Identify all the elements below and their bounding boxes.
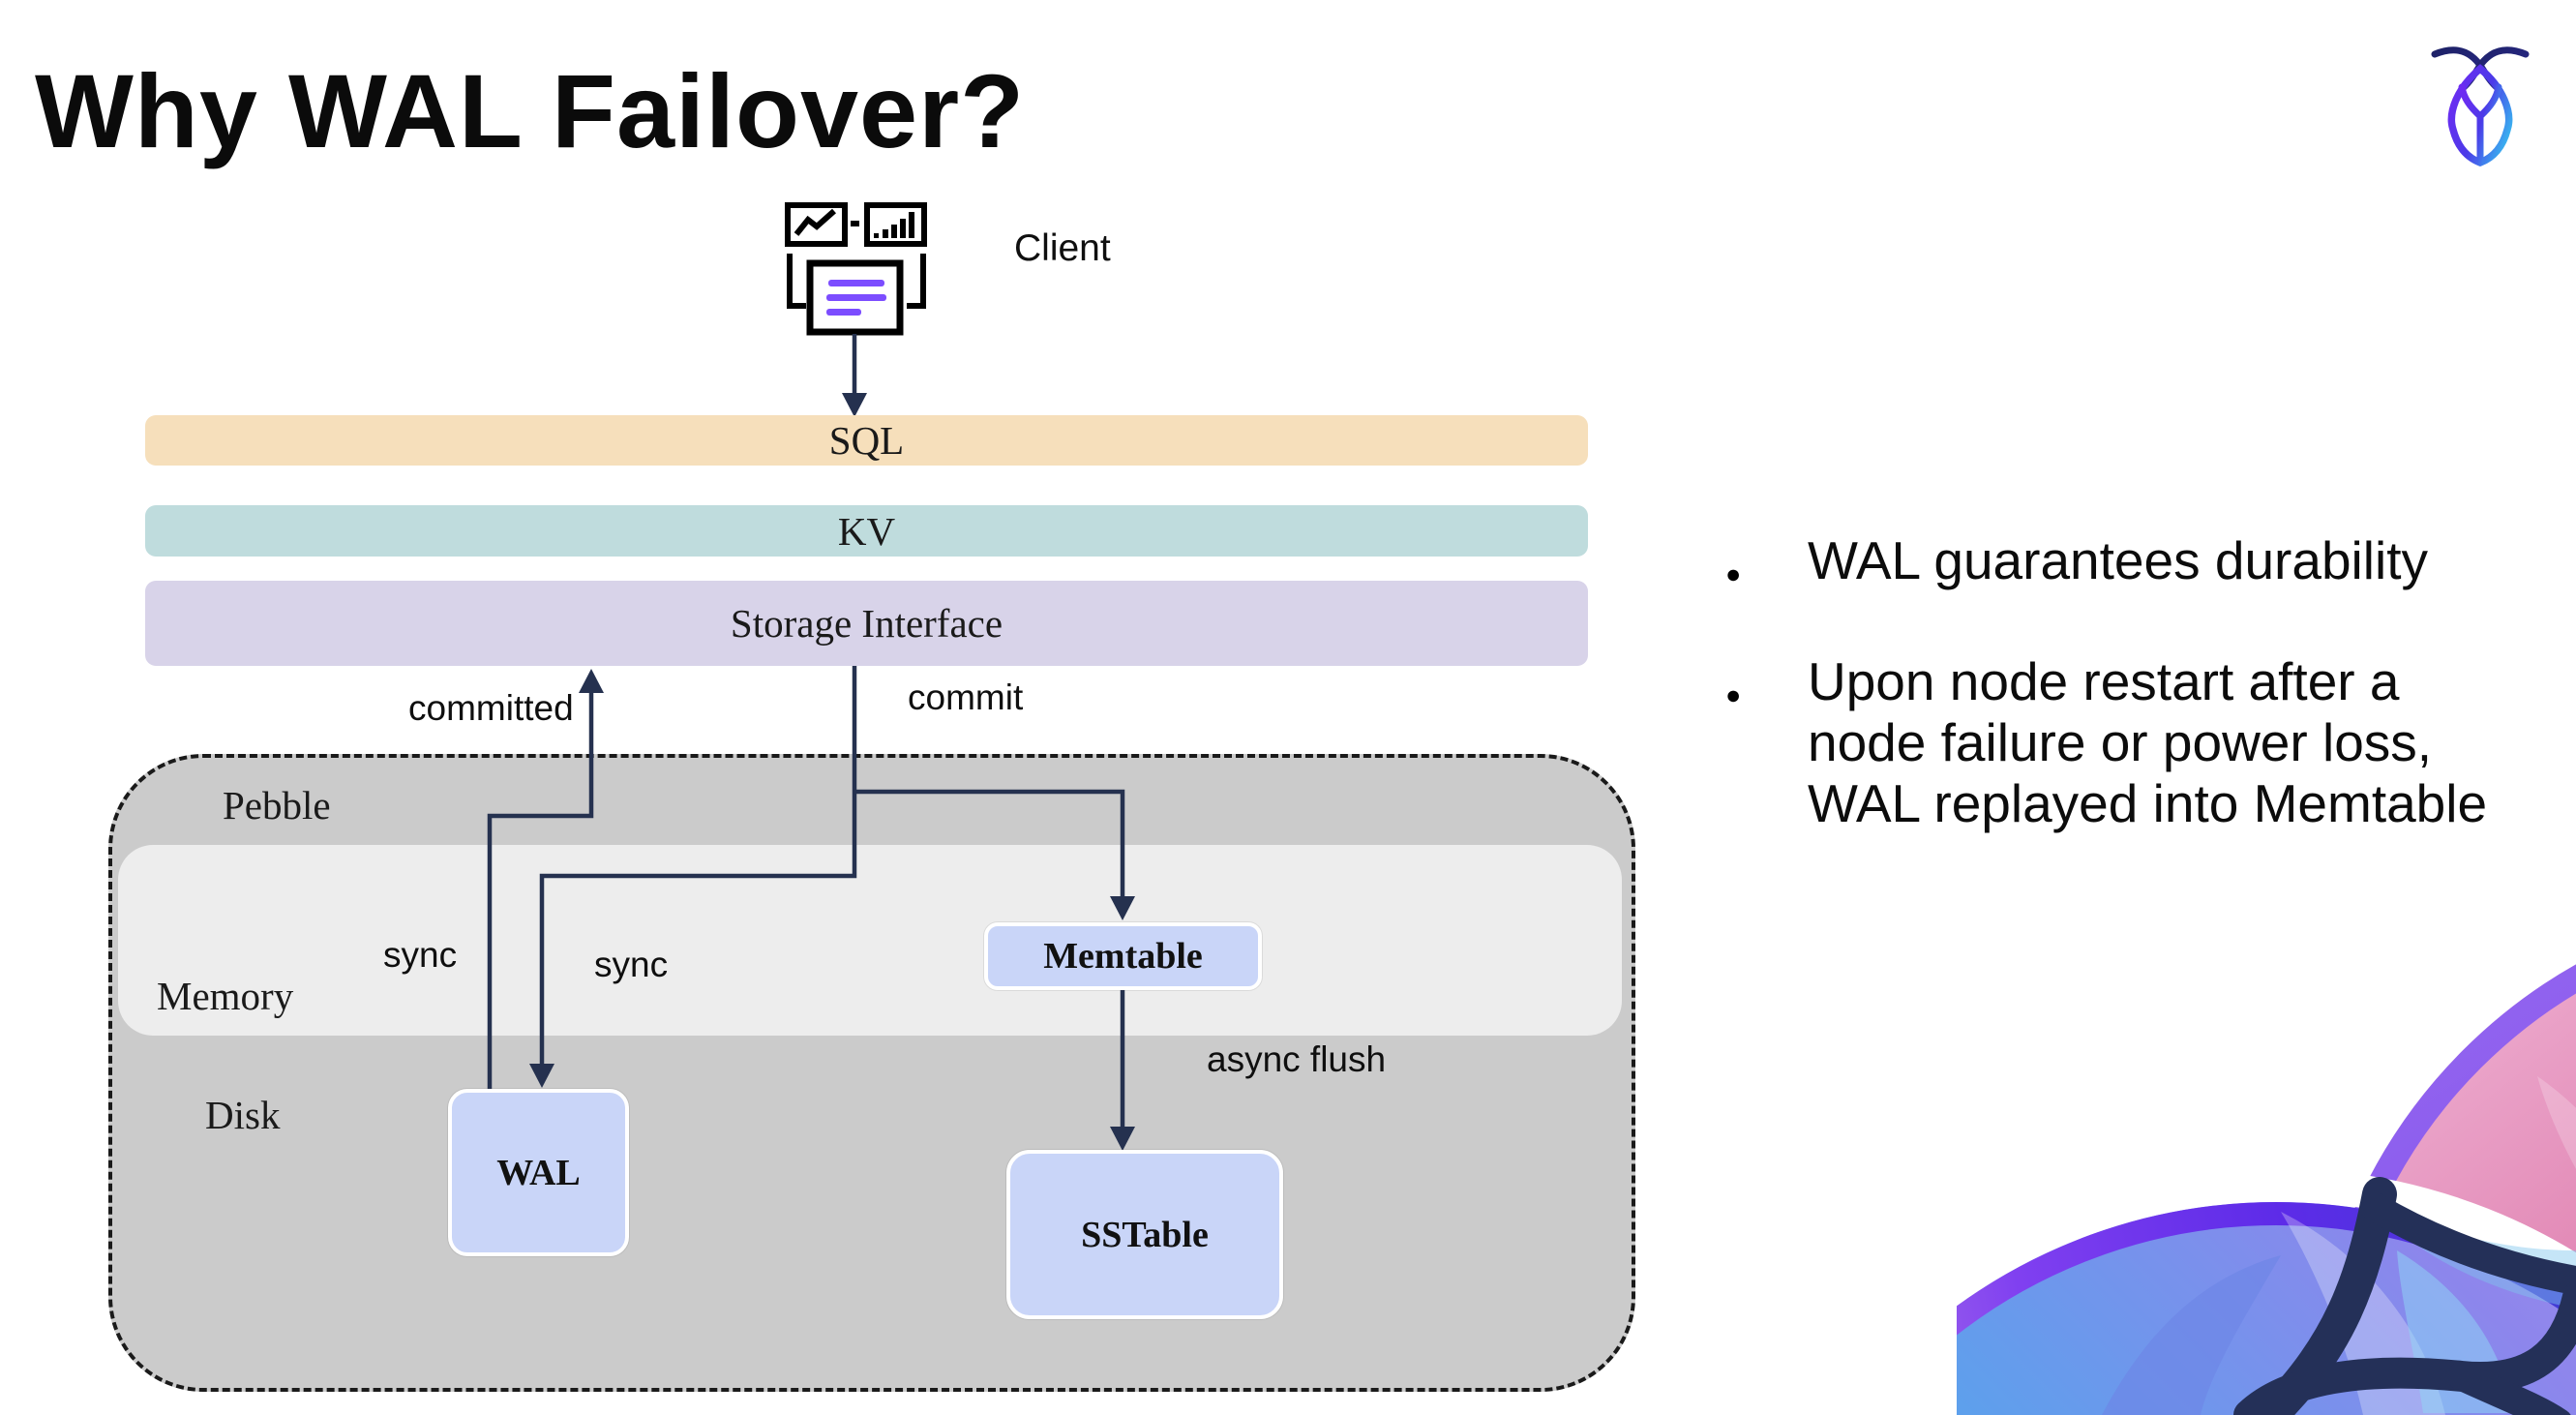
node-memtable-label: Memtable	[1043, 936, 1203, 977]
edge-label-async-flush: async flush	[1207, 1039, 1387, 1079]
client-label: Client	[1014, 227, 1111, 269]
edge-committed-arrowhead	[579, 669, 604, 693]
corner-art-graphic	[1957, 964, 2576, 1415]
node-sstable: SSTable	[1006, 1150, 1283, 1319]
layer-bar-kv-label: KV	[837, 508, 896, 554]
bullet-item: ● Upon node restart after a node failure…	[1710, 651, 2561, 834]
memory-band	[118, 845, 1622, 1036]
layer-bar-sql: SQL	[145, 415, 1588, 466]
node-memtable: Memtable	[984, 922, 1262, 990]
bullet-item: ● WAL guarantees durability	[1710, 530, 2561, 605]
client-dashboard-icon	[785, 202, 927, 336]
disk-label: Disk	[205, 1093, 281, 1137]
bracket-left	[787, 254, 806, 309]
node-wal-label: WAL	[496, 1152, 581, 1193]
edge-label-commit: commit	[908, 677, 1024, 717]
dash-glyph	[851, 221, 859, 226]
bullet-dot-icon: ●	[1725, 559, 1742, 588]
bullet-list: ● WAL guarantees durability ● Upon node …	[1710, 530, 2561, 834]
bullet-text: WAL guarantees durability	[1808, 530, 2428, 590]
edge-client-sql-arrowhead	[842, 393, 867, 417]
bullet-dot-icon: ●	[1725, 680, 1742, 709]
bracket-right	[907, 254, 926, 309]
layer-bar-storage-interface: Storage Interface	[145, 581, 1588, 666]
line-chart-icon	[785, 202, 848, 247]
layer-bar-storage-label: Storage Interface	[730, 601, 1003, 646]
edge-label-committed: committed	[408, 688, 574, 728]
node-sstable-label: SSTable	[1081, 1214, 1209, 1255]
layer-bar-sql-label: SQL	[828, 418, 905, 463]
node-wal: WAL	[448, 1089, 629, 1256]
memory-label: Memory	[157, 974, 294, 1018]
edge-label-sync-right: sync	[594, 945, 669, 984]
page-title: Why WAL Failover?	[35, 52, 1026, 169]
cockroachdb-logo	[2431, 46, 2530, 166]
bullet-text: Upon node restart after a node failure o…	[1808, 651, 2488, 833]
edge-label-sync-left: sync	[383, 935, 458, 975]
layer-bar-kv: KV	[145, 505, 1588, 557]
pebble-label: Pebble	[223, 783, 331, 828]
